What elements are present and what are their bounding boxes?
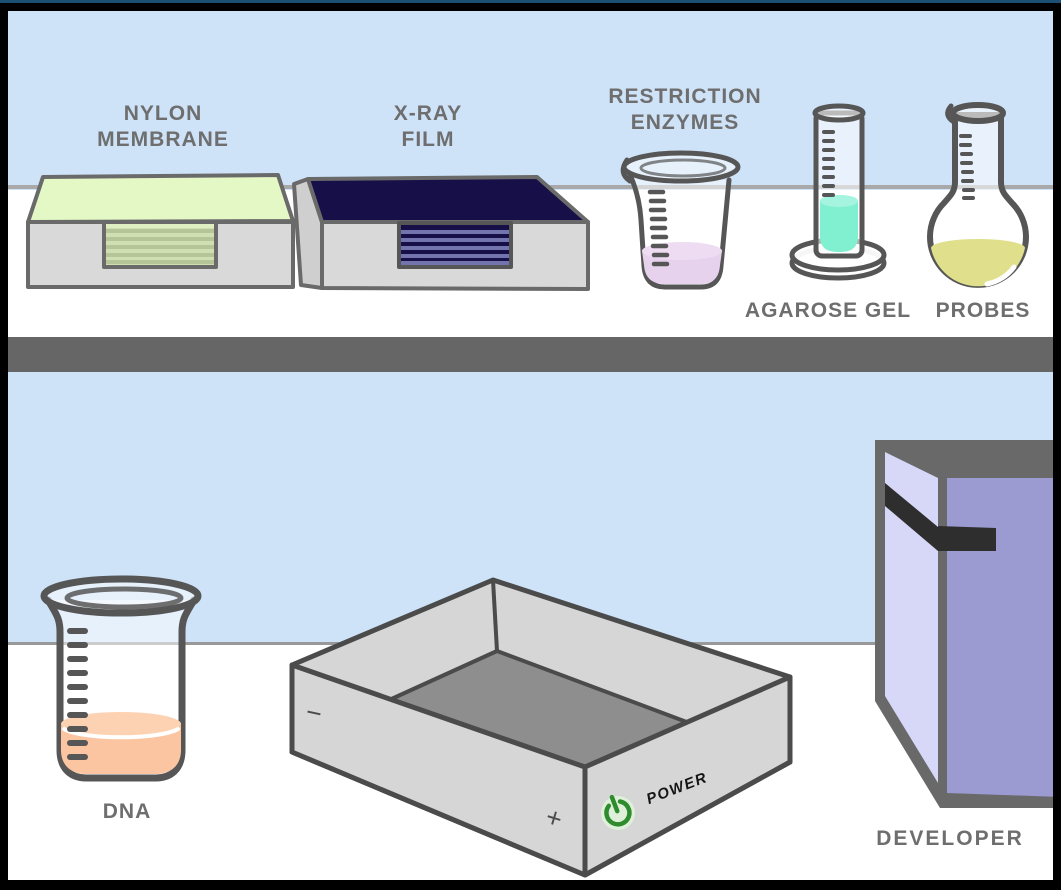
developer-handle-diagonal <box>885 483 938 551</box>
nylon-membrane-label: NYLON MEMBRANE <box>97 102 229 151</box>
dna-liquid-highlight <box>62 727 180 740</box>
shelf-divider-band <box>0 337 1061 372</box>
film-tray-top <box>306 175 590 224</box>
probes-label: PROBES <box>935 299 1031 322</box>
electrophoresis-box[interactable] <box>289 577 793 878</box>
enzyme-liquid <box>642 251 722 284</box>
gel-box-back-edge <box>491 579 499 652</box>
beaker-spout <box>620 157 633 184</box>
developer-machine[interactable] <box>875 440 1061 808</box>
agarose-gel-cylinder[interactable] <box>789 103 887 281</box>
beaker-graduations <box>647 189 670 267</box>
xray-film-tray[interactable] <box>292 175 590 291</box>
developer-handle-bar <box>938 526 996 551</box>
dna-liquid-surface <box>61 712 181 736</box>
dna-beaker-graduations <box>67 628 88 760</box>
gel-box-front-right-wall <box>582 674 793 878</box>
developer-label: DEVELOPER <box>876 827 1024 850</box>
cylinder-rim <box>812 103 866 123</box>
upper-wall <box>0 0 1061 190</box>
nylon-membrane-tray[interactable] <box>26 173 295 289</box>
power-button[interactable] <box>596 791 640 835</box>
dna-label: DNA <box>102 800 152 823</box>
agarose-gel-label: AGAROSE GEL <box>744 299 912 322</box>
restriction-enzymes-beaker[interactable] <box>620 150 741 290</box>
restriction-enzymes-label: RESTRICTION ENZYMES <box>608 85 762 134</box>
membrane-tray-top <box>26 173 295 224</box>
power-icon-stem <box>609 794 620 814</box>
power-icon <box>604 799 632 827</box>
flask-rim <box>950 102 1006 124</box>
membrane-sheet-stack <box>102 220 218 269</box>
probes-liquid-highlight <box>984 264 1017 287</box>
xray-film-label: X-RAY FILM <box>393 102 463 151</box>
flask-graduations <box>959 134 975 200</box>
probes-flask[interactable] <box>927 102 1029 288</box>
agarose-liquid <box>820 195 858 252</box>
cylinder-graduations <box>822 130 835 197</box>
probes-liquid <box>931 239 1025 287</box>
developer-right-face <box>947 478 1061 797</box>
agarose-liquid-surface <box>820 195 858 207</box>
beaker-rim-inner <box>639 158 727 178</box>
top-blue-line <box>0 0 1061 3</box>
dna-beaker[interactable] <box>40 575 202 782</box>
flask-spout <box>945 103 957 125</box>
film-sheet-stack <box>397 221 513 269</box>
dna-beaker-rim-inner <box>64 586 184 610</box>
